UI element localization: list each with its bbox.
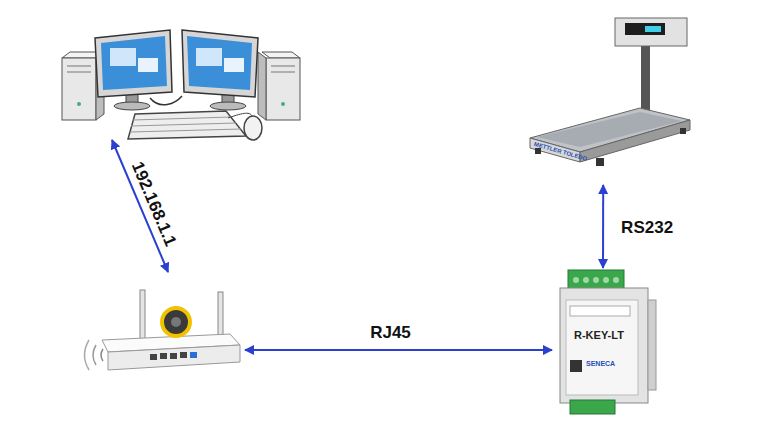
gateway-module: R-KEY-LT SENECA bbox=[552, 268, 652, 418]
device-label: METTLER TOLEDO bbox=[533, 141, 587, 162]
wifi-router bbox=[95, 272, 245, 372]
link-arrow bbox=[245, 349, 552, 351]
link-label: 192.168.1.1 bbox=[129, 159, 180, 248]
computer-illustration bbox=[62, 30, 300, 140]
scale-illustration bbox=[530, 18, 690, 166]
device-label: SENECA bbox=[586, 360, 615, 367]
link-label: RS232 bbox=[621, 218, 673, 235]
device-label: R-KEY-LT bbox=[574, 330, 624, 341]
gateway-illustration bbox=[560, 270, 656, 414]
router-illustration bbox=[85, 290, 241, 370]
link-arrow bbox=[602, 185, 604, 268]
link-label: RJ45 bbox=[370, 324, 411, 341]
weighing-scale: METTLER TOLEDO bbox=[525, 20, 695, 185]
computer-workstation bbox=[60, 5, 310, 140]
